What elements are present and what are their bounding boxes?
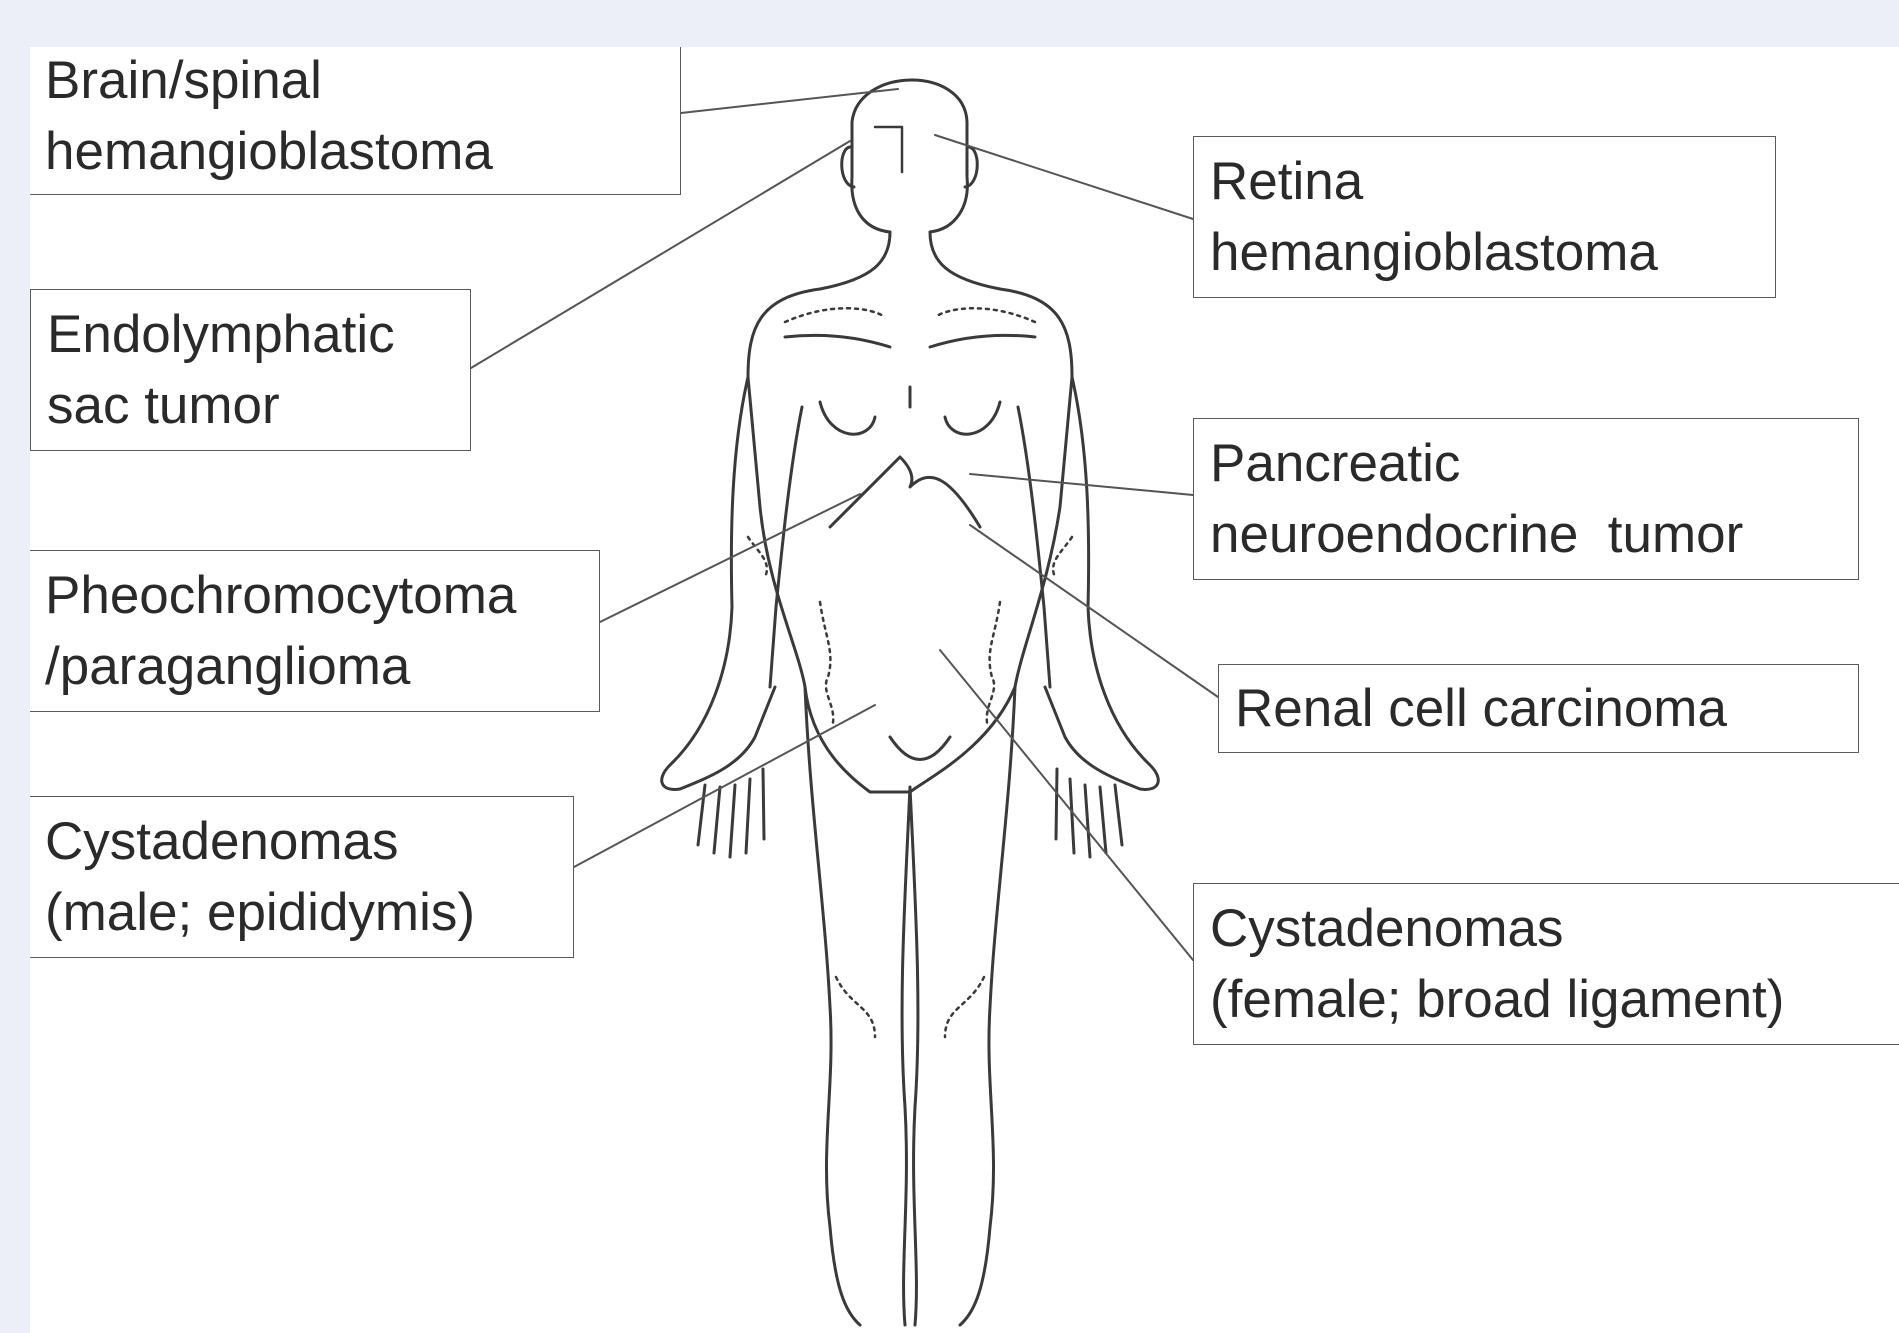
left-leg bbox=[805, 687, 860, 1325]
label-line: Cystadenomas bbox=[1210, 893, 1896, 964]
label-line: Renal cell carcinoma bbox=[1235, 673, 1842, 744]
leader-cyst-female bbox=[940, 650, 1193, 960]
leader-cyst-male bbox=[574, 705, 875, 867]
right-leg bbox=[960, 687, 1015, 1325]
label-line: /paraganglioma bbox=[45, 631, 583, 702]
label-line: Pancreatic bbox=[1210, 428, 1842, 499]
eye-marker bbox=[875, 127, 902, 172]
leader-brain bbox=[681, 89, 898, 113]
label-line: Brain/spinal bbox=[45, 47, 664, 116]
label-line: hemangioblastoma bbox=[45, 116, 664, 187]
label-brain-spinal-hemangioblastoma: Brain/spinal hemangioblastoma bbox=[30, 47, 681, 195]
label-line: Pheochromocytoma bbox=[45, 560, 583, 631]
label-line: sac tumor bbox=[47, 370, 454, 441]
label-pancreatic-neuroendocrine-tumor: Pancreatic neuroendocrine tumor bbox=[1193, 418, 1859, 580]
label-endolymphatic-sac-tumor: Endolymphatic sac tumor bbox=[30, 289, 471, 451]
label-line: Cystadenomas bbox=[45, 806, 557, 877]
leader-pancreatic bbox=[970, 474, 1193, 495]
diagram-panel: Brain/spinal hemangioblastoma Endolympha… bbox=[30, 47, 1899, 1333]
label-pheochromocytoma-paraganglioma: Pheochromocytoma /paraganglioma bbox=[30, 550, 600, 712]
label-renal-cell-carcinoma: Renal cell carcinoma bbox=[1218, 664, 1859, 753]
label-line: hemangioblastoma bbox=[1210, 217, 1759, 288]
label-line: (female; broad ligament) bbox=[1210, 964, 1896, 1035]
label-cystadenomas-female: Cystadenomas (female; broad ligament) bbox=[1193, 883, 1899, 1045]
inner-legs bbox=[902, 787, 918, 1325]
label-line: (male; epididymis) bbox=[45, 877, 557, 948]
label-retina-hemangioblastoma: Retina hemangioblastoma bbox=[1193, 136, 1776, 298]
label-line: neuroendocrine tumor bbox=[1210, 499, 1842, 570]
torso-outline bbox=[748, 289, 1072, 792]
label-cystadenomas-male: Cystadenomas (male; epididymis) bbox=[30, 796, 574, 958]
leader-renal bbox=[970, 525, 1218, 697]
label-line: Retina bbox=[1210, 146, 1759, 217]
head-outline bbox=[852, 80, 968, 232]
label-line: Endolymphatic bbox=[47, 299, 454, 370]
